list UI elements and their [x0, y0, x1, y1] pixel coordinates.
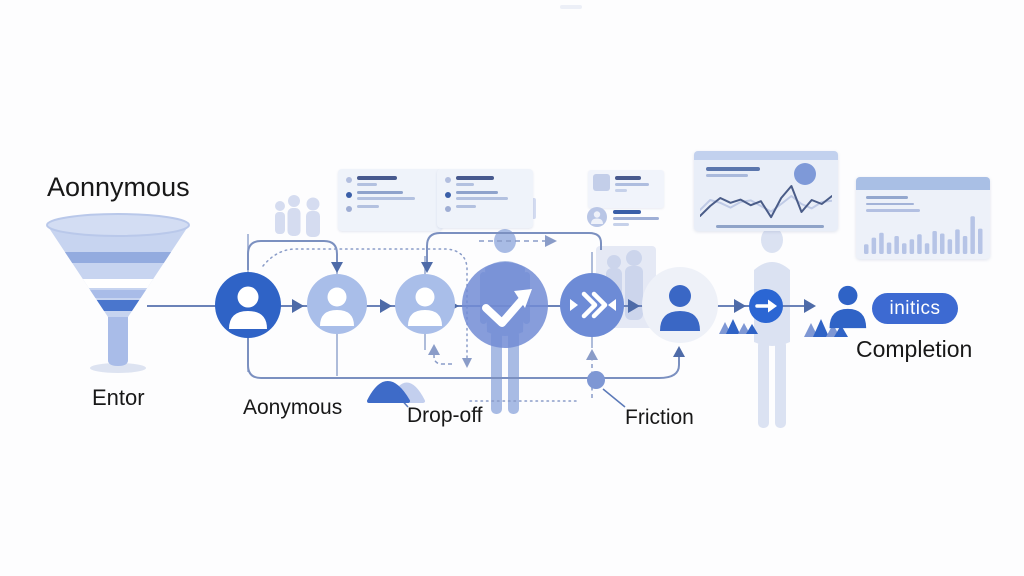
analytics-badge: initics [872, 293, 958, 324]
trending-up-icon [482, 289, 532, 327]
anonymous-label: Aonymous [243, 396, 343, 419]
user-node-active [215, 272, 281, 338]
bar-plot [864, 216, 983, 254]
dropoff-mound-icon [367, 381, 425, 403]
user-node-light [642, 267, 718, 343]
user-icon [229, 286, 267, 329]
funnel-title: Aonnymous [47, 172, 190, 202]
completion-label: Completion [856, 336, 973, 362]
user-icon [660, 285, 700, 331]
bar-chart-thumbnail [856, 177, 990, 259]
card-header-strip [856, 177, 990, 190]
analytics-badge-label: initics [889, 297, 941, 319]
funnel-stage-label: Entor [92, 385, 145, 410]
card-header-strip [694, 151, 838, 160]
friction-dot [587, 371, 605, 389]
notification-card [338, 169, 442, 231]
decorative-mark [560, 5, 582, 9]
triangle-cluster-icon [719, 319, 758, 334]
avatar-icon [587, 207, 607, 227]
completed-user-icon [829, 285, 867, 329]
notification-row [346, 176, 434, 186]
line-chart-thumbnail [694, 151, 838, 231]
notification-row [445, 190, 525, 200]
notification-row [346, 190, 434, 200]
forward-node [749, 289, 783, 323]
group-silhouette-icon [275, 195, 320, 237]
user-icon [408, 287, 442, 326]
dropoff-label: Drop-off [407, 404, 483, 427]
notification-row [445, 176, 525, 186]
contact-card [588, 170, 664, 208]
user-node [307, 274, 367, 334]
merge-node [560, 273, 624, 337]
arrow-right-icon [755, 299, 777, 313]
chart-accent-dot [794, 163, 816, 185]
funnel-icon [46, 213, 190, 373]
notification-row [445, 205, 525, 212]
avatar [593, 174, 610, 191]
line-plot [700, 185, 832, 219]
user-node [395, 274, 455, 334]
triangle-cluster-icon [804, 319, 848, 337]
friction-label: Friction [625, 406, 694, 429]
progress-node [462, 262, 548, 348]
notification-row [346, 205, 434, 212]
contact-row [585, 205, 667, 239]
notification-card [437, 169, 533, 228]
merge-arrows-icon [570, 291, 616, 319]
user-icon [320, 287, 354, 326]
